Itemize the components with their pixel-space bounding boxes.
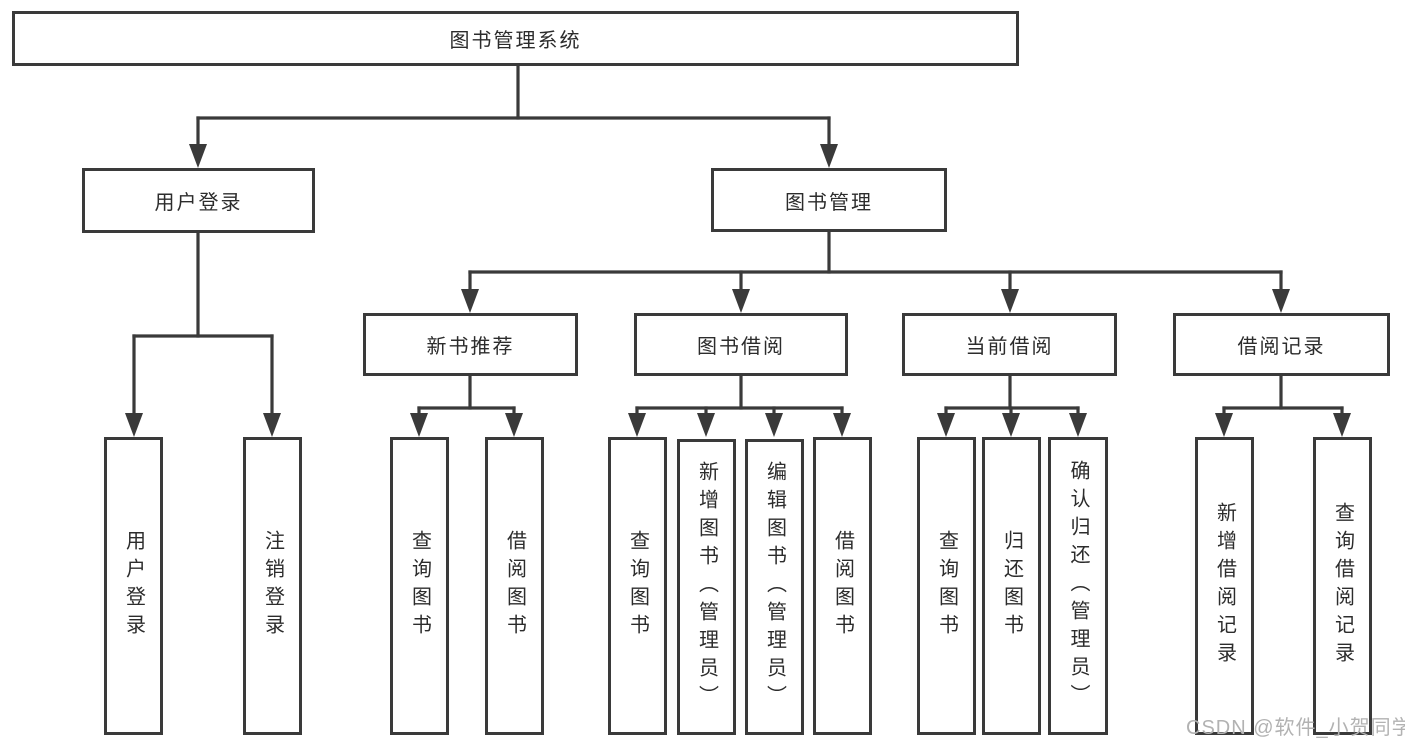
node-new-book-recommend-label: 新书推荐 xyxy=(426,336,515,358)
leaf-borrowing-query-books-label: 查询图书 xyxy=(626,530,649,642)
node-current-borrowing-label: 当前借阅 xyxy=(965,336,1054,358)
leaf-current-return-books: 归还图书 xyxy=(982,437,1041,735)
leaf-borrowing-edit-books-admin: 编辑图书（管理员） xyxy=(745,439,804,735)
node-book-management: 图书管理 xyxy=(711,168,947,232)
node-book-borrowing: 图书借阅 xyxy=(634,313,848,376)
leaf-records-query-record: 查询借阅记录 xyxy=(1313,437,1372,735)
leaf-borrowing-add-books-admin: 新增图书（管理员） xyxy=(677,439,736,735)
csdn-watermark: CSDN @软件_小贺同学 xyxy=(1186,717,1405,739)
leaf-borrowing-query-books: 查询图书 xyxy=(608,437,667,735)
leaf-current-return-books-label: 归还图书 xyxy=(1000,530,1023,642)
node-new-book-recommend: 新书推荐 xyxy=(363,313,578,376)
node-book-management-label: 图书管理 xyxy=(785,191,873,214)
node-root-label: 图书管理系统 xyxy=(449,30,582,52)
leaf-current-confirm-return-admin-label: 确认归还（管理员） xyxy=(1067,460,1089,712)
leaf-borrowing-borrow-books: 借阅图书 xyxy=(813,437,872,735)
leaf-newbook-query-books: 查询图书 xyxy=(390,437,449,735)
node-borrowing-records: 借阅记录 xyxy=(1173,313,1390,376)
leaf-newbook-query-books-label: 查询图书 xyxy=(408,530,431,642)
node-current-borrowing: 当前借阅 xyxy=(902,313,1117,376)
leaf-user-login-label: 用户登录 xyxy=(122,530,145,642)
leaf-user-login: 用户登录 xyxy=(104,437,163,735)
leaf-newbook-borrow-books: 借阅图书 xyxy=(485,437,544,735)
leaf-records-add-record: 新增借阅记录 xyxy=(1195,437,1254,735)
leaf-logout-label: 注销登录 xyxy=(261,530,284,642)
node-borrowing-records-label: 借阅记录 xyxy=(1237,336,1326,358)
node-user-login-label: 用户登录 xyxy=(154,192,243,214)
leaf-borrowing-edit-books-admin-label: 编辑图书（管理员） xyxy=(763,461,786,713)
leaf-records-query-record-label: 查询借阅记录 xyxy=(1331,502,1354,670)
leaf-current-query-books-label: 查询图书 xyxy=(935,530,958,642)
leaf-current-query-books: 查询图书 xyxy=(917,437,976,735)
node-user-login: 用户登录 xyxy=(82,168,315,233)
leaf-logout: 注销登录 xyxy=(243,437,302,735)
node-book-borrowing-label: 图书借阅 xyxy=(697,336,785,358)
leaf-current-confirm-return-admin: 确认归还（管理员） xyxy=(1048,437,1108,735)
leaf-newbook-borrow-books-label: 借阅图书 xyxy=(503,530,526,642)
leaf-borrowing-borrow-books-label: 借阅图书 xyxy=(831,530,854,642)
node-root: 图书管理系统 xyxy=(12,11,1019,66)
leaf-records-add-record-label: 新增借阅记录 xyxy=(1213,502,1236,670)
leaf-borrowing-add-books-admin-label: 新增图书（管理员） xyxy=(695,461,718,713)
